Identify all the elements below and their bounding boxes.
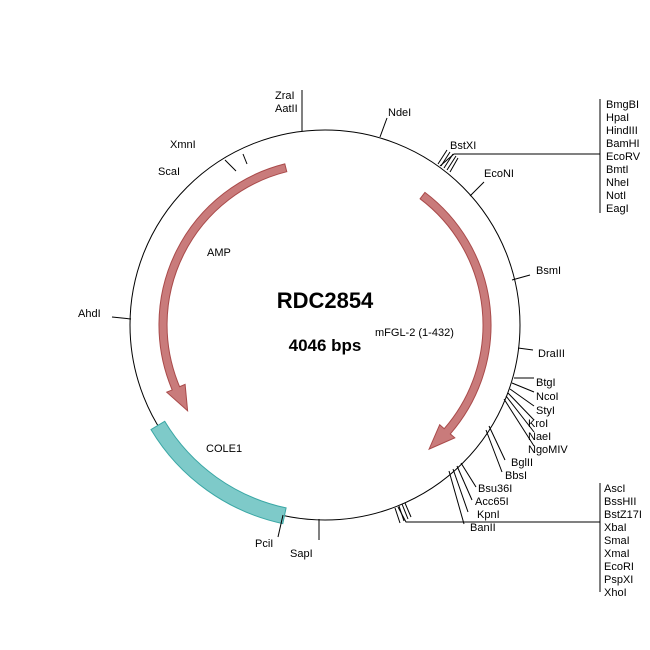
feature-cole1-bar xyxy=(150,420,287,525)
site-label: BstZ17I xyxy=(604,509,642,521)
site-label: StyI xyxy=(536,405,555,417)
site-bstxi: BstXI xyxy=(450,140,476,152)
site-label: BssHII xyxy=(604,496,636,508)
site-label: NotI xyxy=(606,190,626,202)
site-label: BmgBI xyxy=(606,99,639,111)
feature-cole1-label: COLE1 xyxy=(206,443,242,455)
feature-amp-label: AMP xyxy=(207,247,231,259)
site-bsmi: BsmI xyxy=(536,265,561,277)
site-label: XhoI xyxy=(604,587,627,599)
site-label: KpnI xyxy=(477,509,500,521)
site-zrai: ZraI xyxy=(275,90,295,102)
site-label: NgoMIV xyxy=(528,444,568,456)
site-xmni: XmnI xyxy=(170,139,196,151)
site-label: BanII xyxy=(470,522,496,534)
site-cluster-bottom: AscI BssHII BstZ17I XbaI SmaI XmaI EcoRI… xyxy=(604,483,642,599)
site-label: SmaI xyxy=(604,535,630,547)
site-label: PspXI xyxy=(604,574,633,586)
site-cluster-mid: BglII BbsI xyxy=(505,457,533,482)
feature-mfgl2-label: mFGL-2 (1-432) xyxy=(375,327,454,339)
site-label: AscI xyxy=(604,483,625,495)
site-label: NheI xyxy=(606,177,629,189)
site-draiii: DraIII xyxy=(538,348,565,360)
site-label: EagI xyxy=(606,203,629,215)
site-pcii: PciI xyxy=(255,538,273,550)
site-cluster-right: BtgI NcoI StyI KroI NaeI NgoMIV xyxy=(528,377,568,456)
site-label: Acc65I xyxy=(475,496,509,508)
site-econi: EcoNI xyxy=(484,168,514,180)
site-label: BtgI xyxy=(536,377,556,389)
site-label: NcoI xyxy=(536,391,559,403)
feature-amp-arrow xyxy=(158,163,288,413)
site-scai: ScaI xyxy=(158,166,180,178)
site-label: HpaI xyxy=(606,112,629,124)
site-label: BbsI xyxy=(505,470,527,482)
site-label: EcoRI xyxy=(604,561,634,573)
site-label: EcoRV xyxy=(606,151,641,163)
feature-mfgl2-arrow xyxy=(419,191,492,451)
site-label: XmaI xyxy=(604,548,630,560)
site-label: BmtI xyxy=(606,164,629,176)
site-aatii: AatII xyxy=(275,103,298,115)
site-label: HindIII xyxy=(606,125,638,137)
site-label: BglII xyxy=(511,457,533,469)
site-label: NaeI xyxy=(528,431,551,443)
site-label: BamHI xyxy=(606,138,640,150)
site-label: Bsu36I xyxy=(478,483,512,495)
plasmid-name: RDC2854 xyxy=(277,288,374,313)
site-label: KroI xyxy=(528,418,548,430)
plasmid-size: 4046 bps xyxy=(289,336,362,355)
site-ahdi: AhdI xyxy=(78,308,101,320)
site-sapi: SapI xyxy=(290,548,313,560)
restriction-ticks xyxy=(111,90,601,592)
plasmid-backbone xyxy=(129,129,521,521)
site-ndei: NdeI xyxy=(388,107,411,119)
site-cluster-top: BmgBI HpaI HindIII BamHI EcoRV BmtI NheI… xyxy=(606,99,641,215)
site-label: XbaI xyxy=(604,522,627,534)
site-cluster-low: Bsu36I Acc65I KpnI BanII xyxy=(470,483,512,534)
